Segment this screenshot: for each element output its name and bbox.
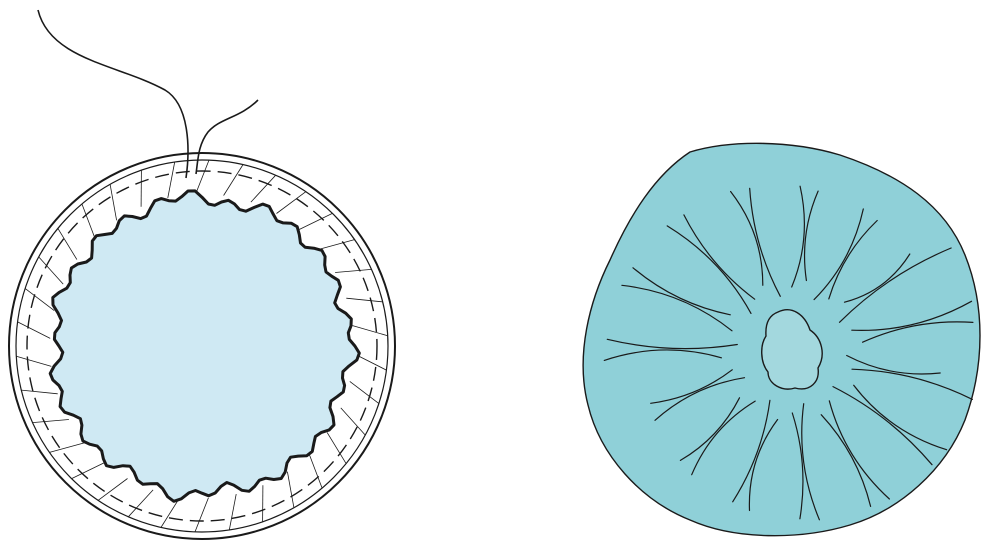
thread-tail-long bbox=[38, 10, 188, 178]
gathered-circle-figure bbox=[9, 10, 395, 539]
finished-circle-figure bbox=[583, 143, 980, 535]
